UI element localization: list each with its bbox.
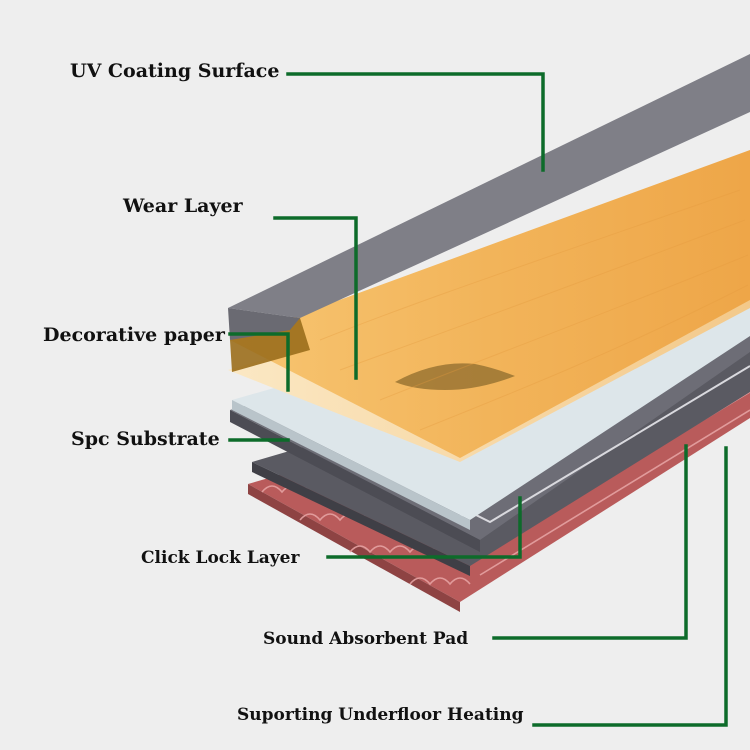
spc-substrate-label: Spc Substrate [71,428,220,450]
decorative-paper-label: Decorative paper [43,324,225,346]
leader-lines [228,72,728,727]
uv-coating-layer [228,54,750,340]
underfloor-heating-label: Suporting Underfloor Heating [237,705,524,725]
sound-leader-line [492,444,688,640]
sound-absorbent-pad-label: Sound Absorbent Pad [263,629,469,649]
wear-layer-label: Wear Layer [123,195,243,217]
uv-coating-label: UV Coating Surface [70,60,280,82]
click-leader-line [326,496,522,559]
decorative-leader-line [228,332,290,392]
wear-layer [230,150,750,458]
click-lock-label: Click Lock Layer [141,548,300,568]
uv-leader-line [286,72,545,172]
heating-leader-line [532,446,728,727]
wear-leader-line [273,216,358,380]
